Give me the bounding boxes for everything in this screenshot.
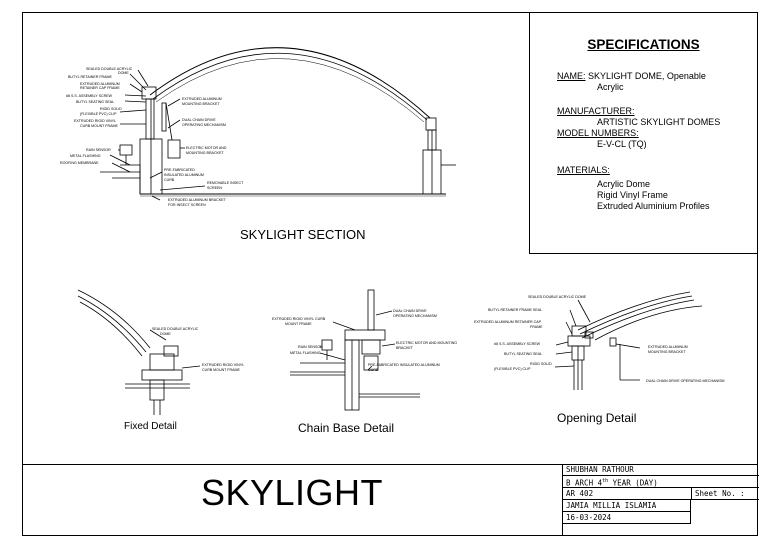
section-callout-right-4: OPERATING MECHANISM: [182, 123, 226, 127]
institution: JAMIA MILLIA ISLAMIA: [566, 501, 657, 510]
chain-callout-1: DUAL CHAIN DRIVE: [393, 309, 427, 313]
section-caption: SKYLIGHT SECTION: [240, 227, 366, 242]
drawing-title: SKYLIGHT: [200, 472, 384, 513]
opening-callout-11: DUAL CHAIN DRIVE OPERATING MECHANISM: [646, 379, 724, 383]
spec-materials-label: MATERIALS:: [557, 165, 610, 175]
section-callout-left-7: BUTYL SEATING SEAL: [76, 100, 114, 104]
opening-callout-8: (FLEXIBLE PVC) CLIP: [494, 367, 531, 371]
opening-detail-caption: Opening Detail: [557, 411, 637, 425]
opening-callout-2: BUTYL RETAINER FRAME SEAL: [488, 308, 542, 312]
course-sup: th: [602, 478, 609, 484]
opening-callout-3: EXTRUDED ALUMINUM RETAINER CAP: [474, 320, 542, 324]
opening-callout-10: MOUNTING BRACKET: [648, 350, 686, 354]
spec-model-value: E-V-CL (TQ): [597, 139, 647, 149]
spec-name-value: SKYLIGHT DOME, Openable: [588, 71, 706, 81]
section-callout-left-4: EXTRUDED ALUMINUM: [80, 82, 120, 86]
section-callout-right-6: MOUNTING BRACKET: [186, 151, 224, 155]
spec-material-3: Extruded Aluminium Profiles: [597, 201, 710, 211]
opening-callout-7: RIGID SOLID: [530, 362, 552, 366]
section-callout-left-9: (FLEXIBLE PVC) CLIP: [80, 112, 117, 116]
fixed-callout-2: DOME: [160, 332, 171, 336]
fixed-callout-3: EXTRUDED RIGID VINYL: [202, 363, 244, 367]
chain-callout-2: OPERATING MECHANISM: [393, 314, 437, 318]
chain-callout-10: CURB: [368, 368, 379, 372]
chain-base-detail-caption: Chain Base Detail: [298, 421, 395, 435]
fixed-callout-1: SEALED DOUBLE ACRYLIC: [152, 327, 199, 331]
section-callout-left-8: RIGID SOLID: [100, 107, 122, 111]
subject-row: AR 402 Sheet No. :: [563, 488, 759, 500]
chain-callout-5: ELECTRIC MOTOR AND MOUNTING: [396, 341, 457, 345]
course-row: B ARCH 4th YEAR (DAY): [563, 476, 759, 488]
author-row: SHUBHAN RATHOUR: [563, 464, 759, 476]
spec-material-2: Rigid Vinyl Frame: [597, 190, 668, 200]
spec-name-label: NAME:: [557, 71, 586, 81]
section-callout-right-10: REMOVABLE INSECT: [207, 181, 244, 185]
fixed-callout-4: CURB MOUNT FRAME: [202, 368, 240, 372]
section-callout-left-14: ROOFING MEMBRANE: [60, 161, 99, 165]
section-callout-right-2: MOUNTING BRACKET: [182, 102, 220, 106]
section-callout-left-6: #8 S.S. ASSEMBLY SCREW: [66, 94, 113, 98]
spec-material-1: Acrylic Dome: [597, 179, 651, 189]
course: B ARCH 4: [566, 478, 603, 488]
fixed-detail-drawing: [77, 289, 201, 415]
specifications-box: [529, 12, 758, 254]
chain-callout-9: PRE-FABRICATED INSULATED ALUMINUM: [368, 363, 440, 367]
spec-manufacturer-value: ARTISTIC SKYLIGHT DOMES: [597, 117, 721, 127]
section-callout-left-2: DOME: [118, 71, 129, 75]
sheet-number-label: Sheet No. :: [691, 488, 759, 500]
sheet-frame: [22, 12, 758, 536]
opening-callout-9: EXTRUDED ALUMINUM: [648, 345, 688, 349]
spec-name-value-2: Acrylic: [597, 82, 624, 92]
spec-name-row: NAME: SKYLIGHT DOME, Openable: [557, 71, 706, 82]
opening-callout-5: #8 S.S. ASSEMBLY SCREW: [494, 342, 541, 346]
section-callout-right-11: SCREEN: [207, 186, 222, 190]
opening-callout-4: FRAME: [530, 325, 543, 329]
specifications-heading: SPECIFICATIONS: [587, 37, 700, 52]
opening-detail-drawing: [554, 291, 703, 390]
opening-callout-6: BUTYL SEATING SEAL: [504, 352, 542, 356]
chain-base-detail-drawing: [290, 289, 420, 411]
section-callout-right-5: ELECTRIC MOTOR AND: [186, 146, 227, 150]
section-callout-right-7: PRE-FABRICATED: [164, 168, 195, 172]
title-info-box: SHUBHAN RATHOUR B ARCH 4th YEAR (DAY) AR…: [562, 464, 759, 536]
section-callout-right-13: FOR INSECT SCREEN: [168, 203, 206, 207]
chain-callout-4: MOUNT FRAME: [285, 322, 312, 326]
section-callout-right-9: CURB: [164, 178, 175, 182]
section-callout-left-13: METAL FLASHING: [70, 154, 101, 158]
chain-callout-8: METAL FLASHING: [290, 351, 321, 355]
course-suffix: YEAR (DAY): [608, 478, 658, 488]
spec-manufacturer-label: MANUFACTURER:: [557, 106, 635, 116]
section-callout-left-11: CURB MOUNT FRAME: [80, 124, 118, 128]
subject: AR 402: [566, 489, 594, 498]
chain-callout-3: EXTRUDED RIGID VINYL CURB: [272, 317, 326, 321]
section-callout-left-1: SEALED DOUBLE ACRYLIC: [86, 67, 133, 71]
author: SHUBHAN RATHOUR: [566, 465, 634, 474]
date-row: 16-03-2024: [563, 512, 691, 524]
section-callout-right-1: EXTRUDED ALUMINUM: [182, 97, 222, 101]
chain-callout-6: BRACKET: [396, 346, 414, 350]
section-callout-left-12: RAIN SENSOR: [86, 148, 111, 152]
date: 16-03-2024: [566, 513, 612, 522]
section-callout-left-3: BUTYL RETAINER FRAME: [68, 75, 113, 79]
spec-model-label: MODEL NUMBERS:: [557, 128, 639, 138]
fixed-detail-caption: Fixed Detail: [124, 421, 177, 432]
section-callout-left-5: RETAINER CAP FRAME: [80, 86, 120, 90]
title-block: [22, 464, 758, 536]
section-callout-right-3: DUAL CHAIN DRIVE: [182, 118, 216, 122]
section-callout-left-10: EXTRUDED RIGID VINYL: [74, 119, 116, 123]
chain-callout-7: RAIN SENSOR: [298, 345, 323, 349]
section-drawing: [100, 47, 456, 201]
section-callout-right-8: INSULATED ALUMINUM: [164, 173, 204, 177]
section-callout-right-12: EXTRUDED ALUMINUM BRACKET: [168, 198, 227, 202]
opening-callout-1: SEALED DOUBLE ACRYLIC DOME: [528, 295, 587, 299]
institution-row: JAMIA MILLIA ISLAMIA: [563, 500, 691, 512]
